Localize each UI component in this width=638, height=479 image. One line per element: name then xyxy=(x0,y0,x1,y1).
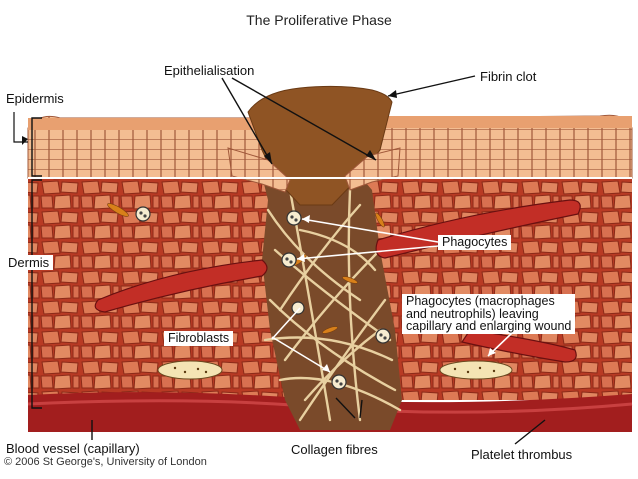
dermis-bracket xyxy=(31,179,42,409)
epidermis-bracket xyxy=(31,117,42,177)
label-epithelialisation: Epithelialisation xyxy=(164,63,255,78)
collagen-fibres-mesh xyxy=(263,188,402,422)
label-epidermis: Epidermis xyxy=(6,91,64,106)
capillary-upper-right xyxy=(375,199,581,259)
epidermis-top-band-right xyxy=(364,116,632,128)
phagocyte-cells xyxy=(135,206,391,390)
label-fibroblasts: Fibroblasts xyxy=(164,331,234,346)
label-phagocytes-leaving-line: Phagocytes (macrophages xyxy=(406,294,555,308)
capillary-right-lower xyxy=(461,329,577,363)
fibroblast-cell xyxy=(439,360,513,380)
label-platelet-thrombus: Platelet thrombus xyxy=(471,447,573,462)
diagram-title: The Proliferative Phase xyxy=(246,12,392,28)
epidermis-pointer xyxy=(13,112,28,143)
label-phagocytes-leaving: Phagocytes (macrophages and neutrophils)… xyxy=(402,294,576,334)
label-phagocytes-leaving-line: and neutrophils) leaving xyxy=(406,306,539,321)
label-collagen-fibres: Collagen fibres xyxy=(291,442,378,457)
label-dermis: Dermis xyxy=(4,255,54,270)
capillary-left xyxy=(94,259,268,313)
fibroblast-cell xyxy=(157,360,223,380)
label-phagocytes: Phagocytes xyxy=(438,235,512,250)
label-fibrin-clot: Fibrin clot xyxy=(480,69,537,84)
copyright-notice: © 2006 St George's, University of London xyxy=(4,456,207,468)
label-phagocytes-leaving-line: capillary and enlarging wound xyxy=(406,319,572,333)
epidermis-top-band xyxy=(28,118,262,130)
label-blood-vessel: Blood vessel (capillary) xyxy=(6,441,140,456)
